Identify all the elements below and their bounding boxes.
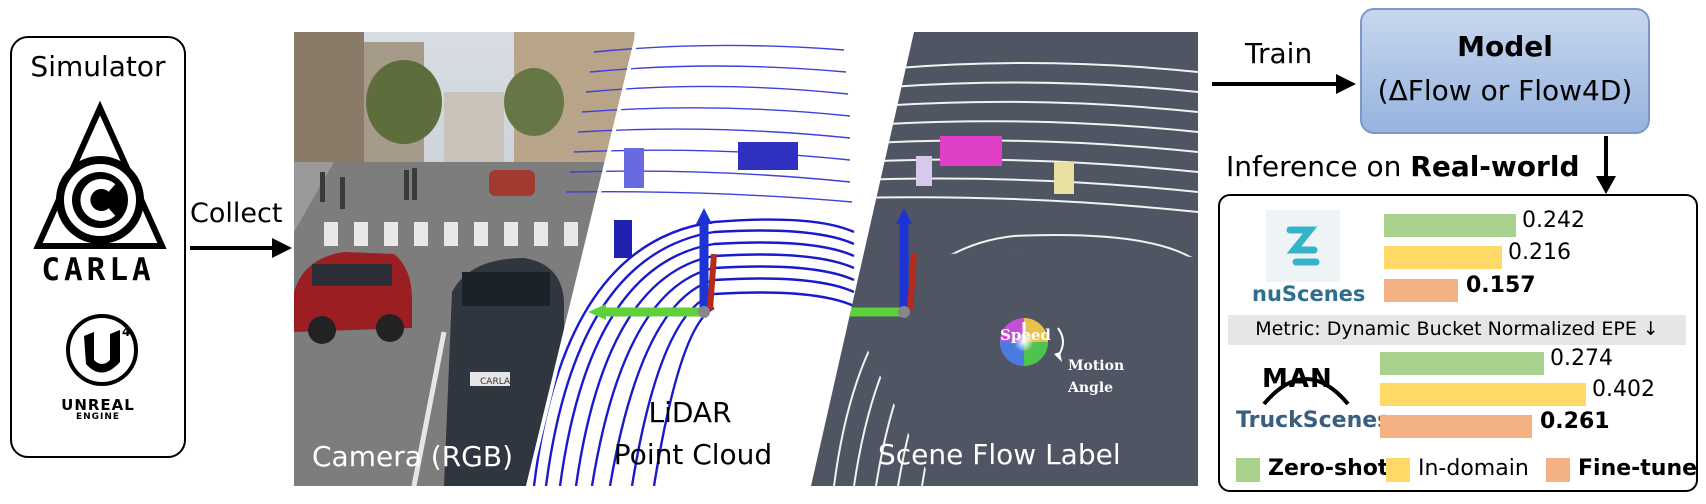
inference-real-world: Real-world [1410, 150, 1580, 183]
metric-label: Metric: Dynamic Bucket Normalized EPE ↓ [1255, 318, 1659, 340]
collect-arrow [190, 238, 292, 258]
scene-flow-label: Scene Flow Label [878, 438, 1121, 471]
bar-nuscenes-in-domain [1384, 246, 1502, 269]
simulator-box [10, 36, 186, 458]
angle-label: Angle [1068, 380, 1114, 396]
model-subtitle: (ΔFlow or Flow4D) [1377, 74, 1633, 107]
legend-swatch-in-domain [1386, 458, 1410, 482]
carla-logo [33, 100, 167, 249]
value-nuscenes-in-domain: 0.216 [1508, 240, 1571, 265]
bar-nuscenes-fine-tune [1384, 279, 1458, 302]
nuscenes-logo-icon [1266, 210, 1340, 282]
man-logo-icon [1262, 377, 1350, 406]
data-panels: CARLA [294, 32, 1198, 486]
value-truckscenes-zero-shot: 0.274 [1550, 346, 1613, 371]
lidar-label-line2: Point Cloud [613, 438, 773, 471]
unreal-logo-text: UNREAL [61, 396, 135, 414]
value-truckscenes-fine-tune: 0.261 [1540, 409, 1610, 434]
carla-logo-text: CARLA [41, 252, 155, 288]
carla-plate: CARLA [480, 377, 511, 387]
model-box [1360, 8, 1650, 134]
value-truckscenes-in-domain: 0.402 [1592, 377, 1655, 402]
train-arrow [1212, 74, 1356, 94]
truckscenes-logo-text: TruckScenes [1236, 408, 1391, 433]
inference-prefix: Inference on [1226, 150, 1411, 183]
value-nuscenes-fine-tune: 0.157 [1466, 273, 1536, 298]
lidar-label-line1: LiDAR [648, 396, 732, 429]
nuscenes-logo-text: nuScenes [1252, 282, 1366, 306]
bar-nuscenes-zero-shot [1384, 214, 1516, 237]
inference-label: Inference on Real-world [1226, 150, 1579, 183]
bar-truckscenes-in-domain [1380, 383, 1586, 406]
simulator-title: Simulator [30, 50, 166, 83]
collect-label: Collect [190, 198, 283, 229]
speed-label: Speed [1000, 326, 1051, 344]
inference-arrow [1596, 136, 1616, 194]
bar-truckscenes-fine-tune [1380, 415, 1532, 438]
scene-flow-image [811, 32, 1198, 486]
svg-text:4: 4 [122, 325, 130, 339]
legend-fine-tune: Fine-tune [1578, 456, 1698, 481]
legend-swatch-fine-tune [1546, 458, 1570, 482]
bar-truckscenes-zero-shot [1380, 352, 1544, 375]
legend-zero-shot: Zero-shot [1268, 456, 1389, 481]
results-box [1218, 194, 1698, 492]
train-label: Train [1245, 37, 1313, 70]
value-nuscenes-zero-shot: 0.242 [1522, 208, 1585, 233]
legend-in-domain: In-domain [1418, 456, 1529, 481]
legend-swatch-zero-shot [1236, 458, 1260, 482]
metric-bar [1228, 315, 1686, 345]
model-title: Model [1457, 30, 1553, 63]
man-logo-text: MAN [1262, 364, 1333, 394]
camera-label: Camera (RGB) [312, 440, 513, 473]
motion-label: Motion [1068, 358, 1125, 374]
unreal-engine-logo: 4 [66, 314, 138, 386]
unreal-logo-subtext: ENGINE [75, 412, 121, 422]
